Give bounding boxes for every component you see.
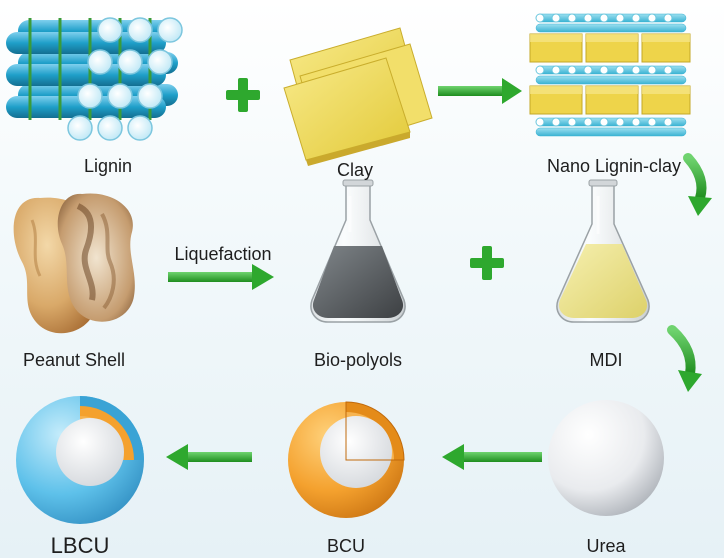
bio-polyols-label: Bio-polyols	[313, 350, 403, 370]
nano-lignin-clay-icon	[529, 13, 691, 137]
urea-sphere-icon	[548, 400, 664, 516]
lignin-fiber-bundle-icon	[6, 17, 183, 141]
nano-lignin-clay-label: Nano Lignin-clay	[546, 156, 682, 176]
lbcu-label: LBCU	[50, 533, 110, 558]
mdi-label: MDI	[589, 350, 623, 370]
arrow-left-icon-2	[166, 444, 252, 470]
arrow-right-icon	[438, 78, 522, 104]
peanut-shell-label: Peanut Shell	[22, 350, 126, 370]
liquefaction-label: Liquefaction	[174, 244, 272, 264]
bio-polyols-flask-icon	[310, 179, 406, 323]
liquefaction-arrow-icon	[168, 264, 274, 290]
plus-icon-2	[470, 246, 504, 280]
peanut-shell-icon	[13, 193, 135, 334]
lbcu-core-shell-icon	[16, 396, 144, 524]
mdi-flask-icon	[556, 179, 650, 323]
urea-label: Urea	[586, 536, 626, 556]
clay-label: Clay	[336, 160, 373, 180]
lignin-label: Lignin	[83, 156, 133, 176]
arrow-left-icon	[442, 444, 542, 470]
curved-arrow-down-icon-2	[667, 325, 702, 392]
curved-arrow-down-icon	[683, 153, 712, 216]
clay-sheets-icon	[283, 27, 433, 166]
bcu-label: BCU	[326, 536, 365, 556]
bcu-core-shell-icon	[288, 401, 405, 518]
plus-icon	[226, 78, 260, 112]
